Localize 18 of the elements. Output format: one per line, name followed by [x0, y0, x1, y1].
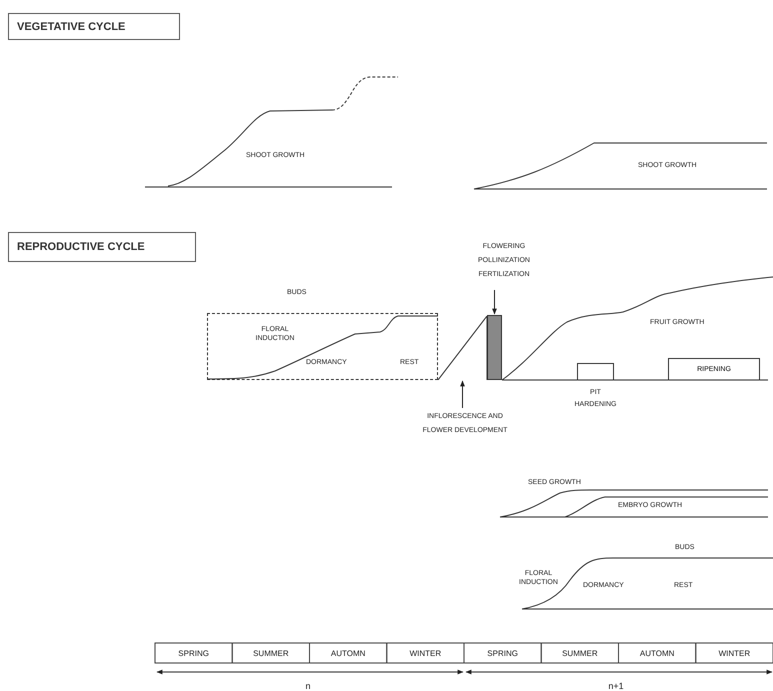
- period-label: n: [304, 682, 312, 691]
- period-label: n+1: [607, 682, 625, 691]
- season-label: SPRING: [177, 649, 210, 658]
- season-label: SPRING: [486, 649, 519, 658]
- season-label: WINTER: [718, 649, 752, 658]
- section-heading-box: [8, 232, 196, 262]
- flowering-bar: [487, 315, 502, 380]
- phase-box: [668, 358, 760, 380]
- season-label: AUTOMN: [330, 649, 366, 658]
- leader-arrow: [492, 290, 497, 315]
- season-label: SUMMER: [561, 649, 599, 658]
- leader-arrow: [460, 380, 465, 408]
- section-heading: VEGETATIVE CYCLE: [17, 20, 126, 32]
- season-label: SUMMER: [252, 649, 290, 658]
- section-heading-box: [8, 13, 180, 40]
- season-label: WINTER: [408, 649, 442, 658]
- section-heading: REPRODUCTIVE CYCLE: [17, 241, 145, 253]
- season-label: AUTOMN: [638, 649, 676, 658]
